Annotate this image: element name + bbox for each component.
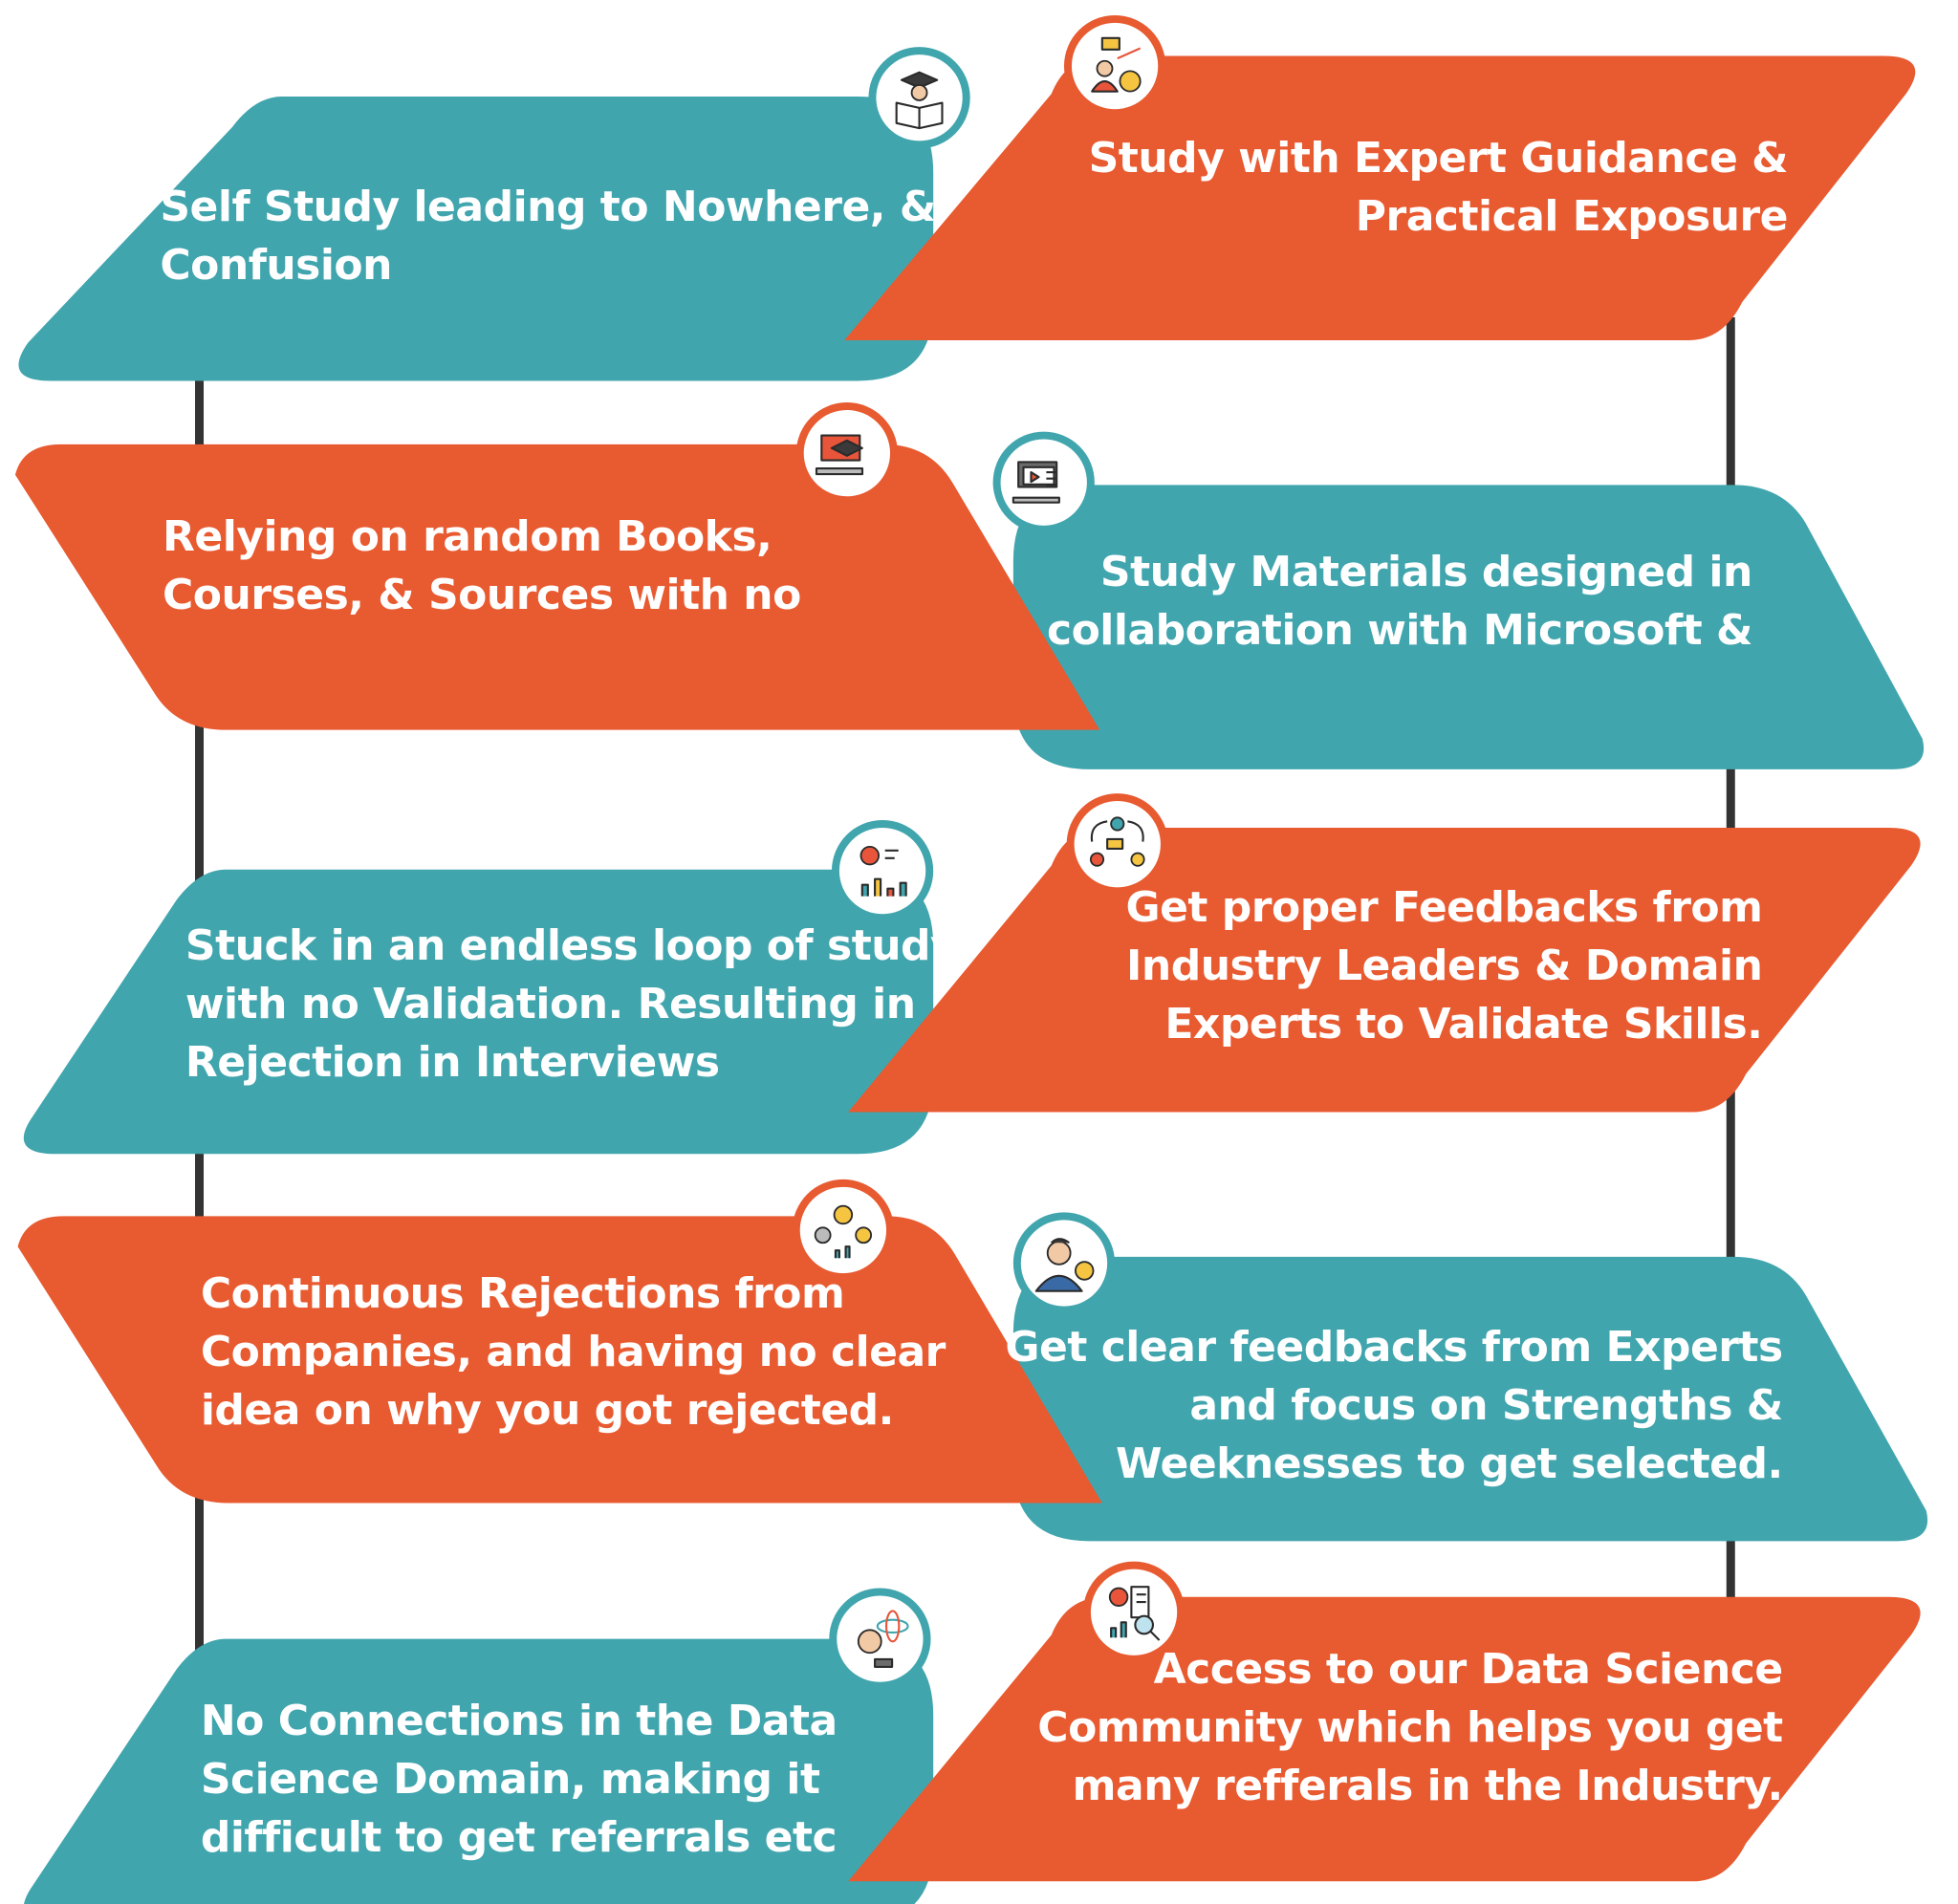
data-report-icon [1082, 1561, 1186, 1663]
left-label-5: No Connections in the Data Science Domai… [200, 1697, 838, 1863]
right-banner-4 [1012, 1256, 1928, 1542]
left-label-1: Self Study leading to Nowhere, & Confusi… [160, 182, 936, 290]
right-banner-5 [848, 1596, 1921, 1882]
right-label-1: Study with Expert Guidance & Practical E… [1088, 134, 1789, 242]
video-lesson-icon [992, 431, 1095, 533]
online-course-icon [795, 402, 898, 505]
left-banner-4 [17, 1216, 1102, 1504]
right-banner-2 [1012, 485, 1925, 769]
right-label-5: Access to our Data Science Community whi… [1037, 1644, 1783, 1810]
idea-cycle-icon [792, 1179, 895, 1282]
left-banner-3 [23, 869, 934, 1155]
student-reading-icon [868, 47, 970, 149]
right-label-3: Get proper Feedbacks from Industry Leade… [1125, 883, 1763, 1049]
right-label-2: Study Materials designed in collaboratio… [1047, 548, 1752, 656]
feedback-loop-icon [1066, 793, 1168, 896]
left-banner-2 [14, 444, 1100, 730]
left-banner-1 [18, 96, 934, 381]
certified-expert-icon [1012, 1212, 1116, 1314]
right-banner-3 [848, 827, 1921, 1113]
right-banner-1 [844, 55, 1916, 340]
data-scientist-icon [829, 1588, 931, 1690]
right-label-4: Get clear feedbacks from Experts and foc… [1005, 1322, 1783, 1488]
left-label-3: Stuck in an endless loop of study, with … [185, 920, 970, 1087]
left-label-2: Relying on random Books, Courses, & Sour… [163, 512, 801, 620]
expert-guidance-icon [1063, 14, 1166, 118]
left-banner-5 [24, 1638, 934, 1904]
analytics-chart-icon [831, 819, 934, 922]
left-label-4: Continuous Rejections from Companies, an… [200, 1268, 946, 1435]
